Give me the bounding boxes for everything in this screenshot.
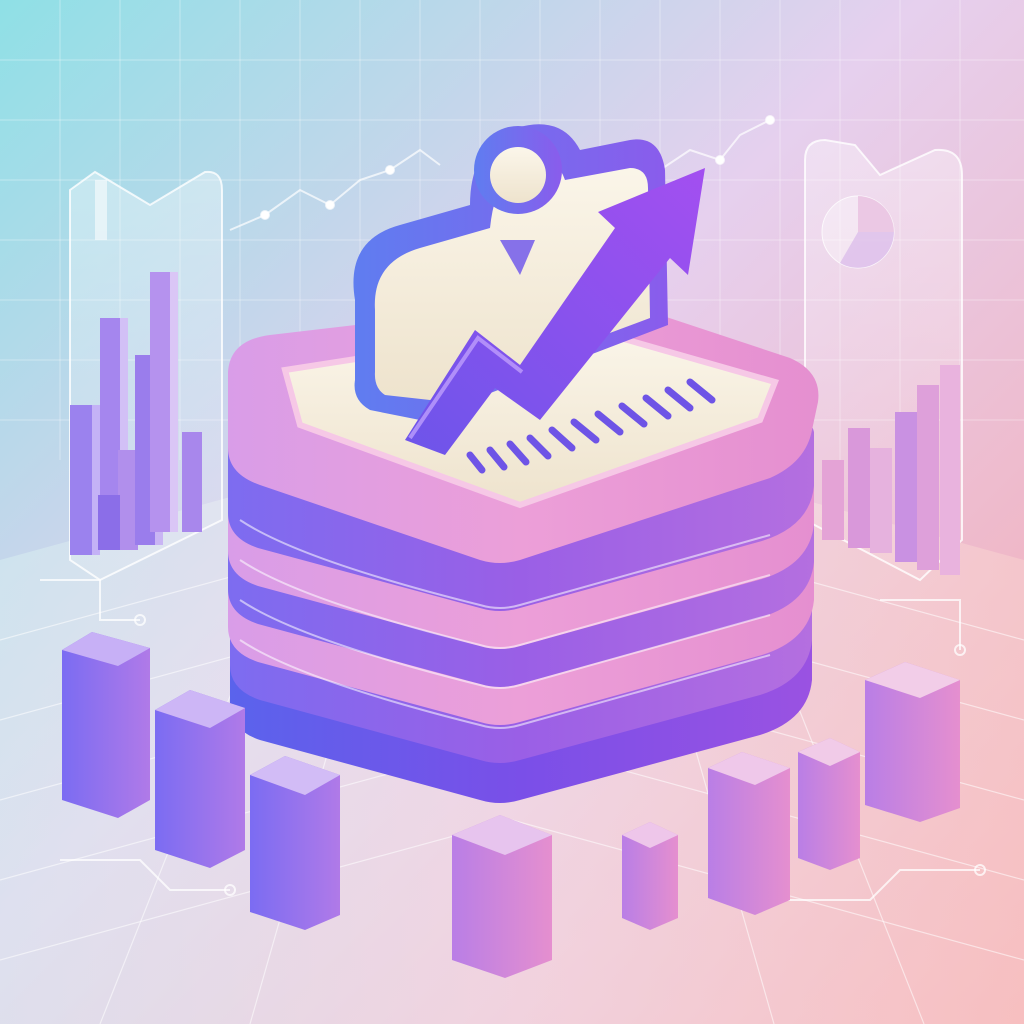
right-pie-bar-panel <box>804 138 963 582</box>
background-line-chart <box>229 115 775 231</box>
block-left-1 <box>62 632 150 818</box>
left-panel-bars <box>70 272 202 555</box>
block-center <box>452 815 552 978</box>
block-right-4 <box>865 662 960 822</box>
document-lines-icon <box>466 378 716 474</box>
left-panel-stripe-icon <box>95 180 107 240</box>
circuit-lines <box>40 579 986 901</box>
block-left-2 <box>155 690 245 868</box>
block-right-3 <box>798 738 860 870</box>
trend-arrow-icon <box>405 168 705 455</box>
foreground-blocks <box>62 632 960 978</box>
pie-chart-icon <box>821 195 895 269</box>
block-right-2 <box>708 752 790 915</box>
right-panel-bars <box>822 365 960 575</box>
left-bar-chart-panel <box>69 170 223 582</box>
block-left-3 <box>250 756 340 930</box>
block-right-1 <box>622 822 678 930</box>
